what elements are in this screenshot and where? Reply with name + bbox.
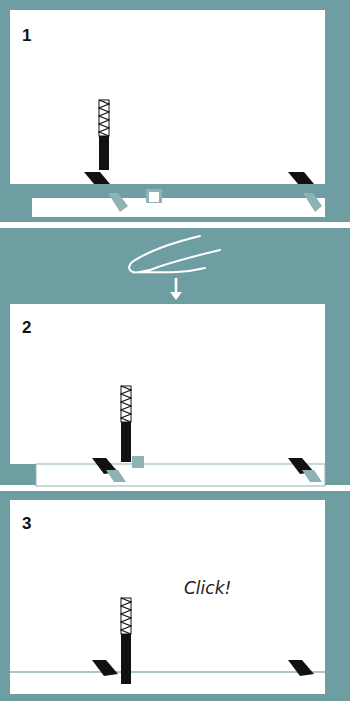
step-number: 2 xyxy=(22,318,31,338)
lower-board xyxy=(32,198,325,217)
spring-coil xyxy=(121,386,131,422)
arrow-head xyxy=(170,292,182,300)
hand-icon xyxy=(129,236,220,272)
spring-pin xyxy=(121,634,131,684)
sound-note: Click! xyxy=(184,578,231,598)
panel-ground xyxy=(0,0,350,222)
upper-board xyxy=(10,10,325,184)
springs xyxy=(99,100,131,634)
latch xyxy=(288,660,314,676)
step-number: 3 xyxy=(22,514,31,534)
panel-ground xyxy=(0,228,350,485)
latch xyxy=(92,660,118,676)
latch-slot xyxy=(108,193,128,212)
latch-slot xyxy=(106,470,126,482)
panel-ground xyxy=(0,491,350,701)
spring-outline xyxy=(99,100,109,136)
notch xyxy=(132,456,144,468)
lower-board xyxy=(36,464,325,486)
upper-board xyxy=(10,304,325,464)
spring-seat xyxy=(146,189,162,203)
notch xyxy=(147,190,161,202)
spring-outline xyxy=(121,598,131,634)
spring-coil xyxy=(121,598,131,634)
board-joint xyxy=(10,671,325,673)
latch-slot xyxy=(302,470,322,482)
spring-pin xyxy=(99,136,109,170)
spring-outline xyxy=(121,386,131,422)
latch xyxy=(84,172,110,184)
latch-slot xyxy=(303,193,322,212)
spring-coil xyxy=(99,100,109,136)
latch xyxy=(288,172,314,184)
spring-pin xyxy=(121,422,131,462)
spring-seat xyxy=(149,192,159,202)
step-number: 1 xyxy=(22,26,31,46)
upper-board xyxy=(10,500,325,694)
